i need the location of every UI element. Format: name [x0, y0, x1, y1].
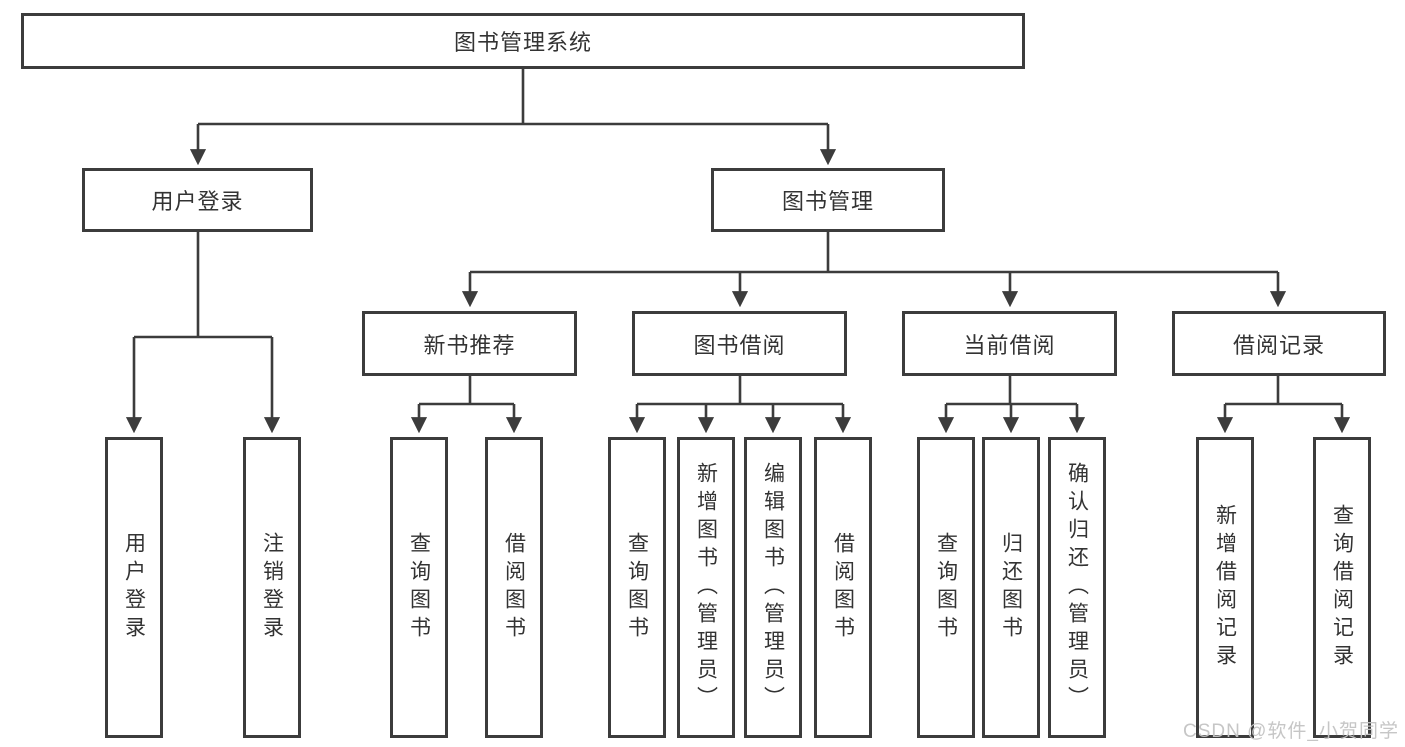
node-label: 查询图书: [407, 531, 431, 644]
node-label: 图书管理: [781, 189, 874, 214]
node-leaf-return-books: 归还图书: [982, 437, 1040, 738]
node-label: 新增图书（管理员）: [694, 461, 718, 714]
node-label: 查询图书: [934, 531, 958, 644]
node-label: 新书推荐: [423, 332, 516, 358]
node-leaf-borrow-books: 借阅图书: [814, 437, 872, 738]
node-label: 新增借阅记录: [1213, 503, 1237, 672]
node-label: 当前借阅: [963, 332, 1056, 358]
node-leaf-borrow-books-recommend: 借阅图书: [485, 437, 543, 738]
node-label: 图书管理系统: [453, 30, 592, 55]
node-leaf-edit-books-admin: 编辑图书（管理员）: [744, 437, 802, 738]
node-library-management-system: 图书管理系统: [21, 13, 1025, 69]
node-current-borrowing: 当前借阅: [902, 311, 1117, 376]
node-label: 确认归还（管理员）: [1065, 461, 1089, 714]
node-leaf-add-books-admin: 新增图书（管理员）: [677, 437, 735, 738]
node-label: 图书借阅: [693, 332, 786, 358]
node-leaf-query-borrow-record: 查询借阅记录: [1313, 437, 1371, 738]
node-leaf-query-books-current: 查询图书: [917, 437, 975, 738]
node-label: 借阅记录: [1232, 332, 1325, 358]
node-book-borrowing: 图书借阅: [632, 311, 847, 376]
node-leaf-confirm-return-admin: 确认归还（管理员）: [1048, 437, 1106, 738]
node-label: 编辑图书（管理员）: [761, 461, 785, 714]
node-label: 注销登录: [260, 531, 284, 644]
node-user-login-branch: 用户登录: [82, 168, 313, 232]
node-leaf-query-books-recommend: 查询图书: [390, 437, 448, 738]
node-label: 用户登录: [122, 531, 146, 644]
node-label: 借阅图书: [502, 531, 526, 644]
node-leaf-user-login: 用户登录: [105, 437, 163, 738]
node-leaf-logout: 注销登录: [243, 437, 301, 738]
node-leaf-query-books-borrowing: 查询图书: [608, 437, 666, 738]
node-book-management-branch: 图书管理: [711, 168, 945, 232]
node-label: 用户登录: [151, 189, 244, 214]
node-label: 查询借阅记录: [1330, 503, 1354, 672]
node-label: 查询图书: [625, 531, 649, 644]
node-label: 归还图书: [999, 531, 1023, 644]
node-label: 借阅图书: [831, 531, 855, 644]
node-borrowing-records: 借阅记录: [1172, 311, 1386, 376]
node-leaf-add-borrow-record: 新增借阅记录: [1196, 437, 1254, 738]
node-new-book-recommend: 新书推荐: [362, 311, 577, 376]
